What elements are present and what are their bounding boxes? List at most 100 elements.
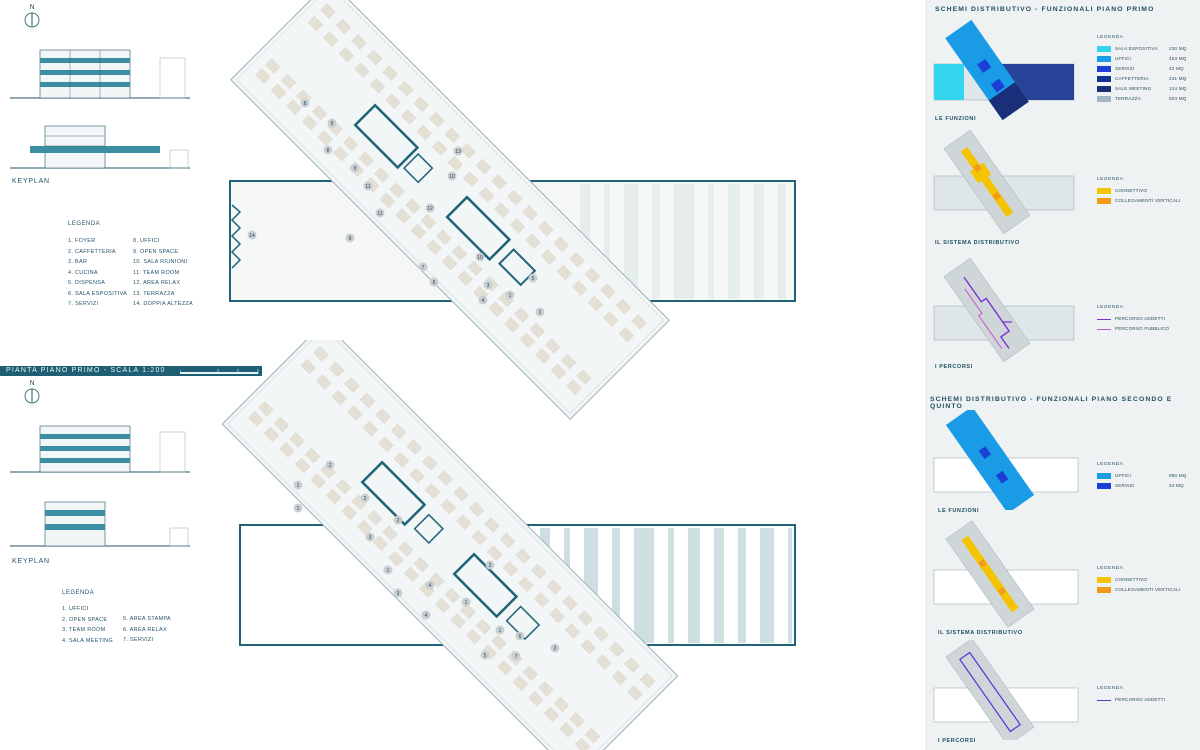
room-number: 2 bbox=[397, 518, 400, 524]
terrace-stripe bbox=[760, 528, 774, 643]
room-number: 1 bbox=[465, 600, 468, 606]
desk bbox=[367, 49, 383, 66]
desk bbox=[258, 401, 274, 417]
legend-name: CONNETTIVO bbox=[1115, 188, 1148, 193]
room-number: 5 bbox=[532, 276, 535, 282]
desk bbox=[382, 525, 398, 542]
desk bbox=[300, 358, 316, 375]
room-number-marker bbox=[535, 307, 545, 317]
legend-area: 124 MQ bbox=[1169, 86, 1187, 91]
desk bbox=[562, 595, 578, 611]
room-number-marker bbox=[528, 273, 538, 283]
desk bbox=[478, 187, 495, 203]
room-number-marker bbox=[323, 145, 333, 155]
room-number: 2 bbox=[329, 463, 332, 469]
desk bbox=[467, 260, 483, 276]
legend-title: LEGENDA bbox=[1097, 35, 1124, 40]
desk bbox=[248, 411, 264, 427]
desk bbox=[491, 634, 507, 650]
room-number: 3 bbox=[369, 535, 372, 541]
desk bbox=[569, 712, 585, 728]
room-number: 1 bbox=[297, 483, 300, 489]
desk bbox=[528, 691, 544, 707]
legend-swatch bbox=[1097, 188, 1111, 194]
keyplan-label-bottom: KEYPLAN bbox=[12, 558, 50, 565]
legend-col2-bottom: 5. AREA STAMPA 6. AREA RELAX 7. SERVIZI bbox=[123, 614, 193, 646]
desk bbox=[451, 245, 468, 261]
desk bbox=[385, 93, 401, 109]
room-number: 7 bbox=[515, 654, 518, 660]
desk bbox=[512, 675, 528, 691]
room-number-marker bbox=[483, 280, 493, 290]
desk bbox=[359, 392, 376, 409]
desk bbox=[565, 623, 581, 639]
desk bbox=[533, 592, 550, 608]
terrace-stripe bbox=[778, 184, 786, 299]
desk bbox=[529, 322, 545, 339]
desk bbox=[358, 151, 374, 167]
room-number-marker bbox=[429, 277, 439, 287]
desk bbox=[466, 628, 482, 645]
desk bbox=[273, 416, 289, 433]
desk bbox=[280, 73, 297, 90]
room-number-marker bbox=[327, 118, 337, 128]
legend-area: 990 MQ bbox=[1169, 473, 1187, 478]
diagonal-tower bbox=[230, 0, 670, 420]
room-number: 11 bbox=[365, 184, 370, 190]
desk bbox=[504, 317, 520, 333]
core-1 bbox=[360, 460, 427, 527]
core-3 bbox=[498, 248, 537, 287]
desk bbox=[593, 626, 609, 642]
desk bbox=[409, 467, 425, 484]
desk bbox=[255, 68, 271, 84]
desk bbox=[556, 264, 572, 281]
legend-swatch bbox=[1097, 587, 1111, 593]
desk bbox=[382, 65, 398, 81]
legend-title: LEGENDA bbox=[1097, 566, 1124, 571]
legend-name: COLLEGAMENTI VERTICALI bbox=[1115, 198, 1181, 203]
legend-item: 8. UFFICI bbox=[133, 238, 160, 244]
desk bbox=[463, 171, 479, 187]
terrace-stripe bbox=[738, 528, 746, 643]
legend-item: 14. DOPPIA ALTEZZA bbox=[133, 301, 194, 307]
legend-title-bottom: LEGENDA bbox=[62, 590, 95, 596]
north-arrow-bottom: N bbox=[20, 380, 44, 408]
desk bbox=[497, 660, 513, 676]
desk bbox=[279, 442, 295, 458]
desk bbox=[522, 205, 538, 221]
legend-item: 12. AREA RELAX bbox=[133, 280, 181, 286]
desk bbox=[326, 488, 342, 505]
plan-title: PIANTA PIANO PRIMO - SCALA 1:200 bbox=[6, 367, 166, 374]
room-number: 9 bbox=[349, 236, 352, 242]
scheme-title-first: SCHEMI DISTRIBUTIVO - FUNZIONALI PIANO P… bbox=[935, 6, 1155, 13]
desk bbox=[509, 218, 526, 234]
desk bbox=[631, 314, 647, 330]
legend-swatch bbox=[1097, 329, 1111, 330]
legend-col1-bottom: 1. UFFICI 2. OPEN SPACE 3. TEAM ROOM 4. … bbox=[62, 604, 132, 646]
desk bbox=[354, 62, 370, 78]
legend-name: TERRAZZA bbox=[1115, 96, 1141, 101]
room-number: 14 bbox=[249, 233, 255, 239]
legend-swatch bbox=[1097, 86, 1111, 92]
legend-area: 230 MQ bbox=[1169, 46, 1187, 51]
desk bbox=[265, 58, 281, 74]
legend-item: 5. AREA STAMPA bbox=[123, 616, 172, 622]
desk bbox=[432, 140, 448, 156]
desk bbox=[436, 229, 452, 245]
desk bbox=[569, 252, 585, 268]
legend-area: 241 MQ bbox=[1169, 76, 1187, 81]
desk bbox=[549, 607, 565, 624]
room-number-marker bbox=[485, 560, 495, 570]
legend-area: 603 MQ bbox=[1169, 96, 1187, 101]
legend-title: LEGENDA bbox=[1097, 462, 1124, 467]
desk bbox=[395, 208, 411, 224]
room-number: 2 bbox=[554, 646, 557, 652]
desk bbox=[559, 722, 575, 738]
desk bbox=[344, 377, 360, 393]
room-number-marker bbox=[393, 515, 403, 525]
desk bbox=[514, 307, 530, 323]
room-number: 6 bbox=[433, 280, 436, 286]
desk bbox=[577, 610, 594, 626]
room-number-marker bbox=[350, 163, 360, 173]
